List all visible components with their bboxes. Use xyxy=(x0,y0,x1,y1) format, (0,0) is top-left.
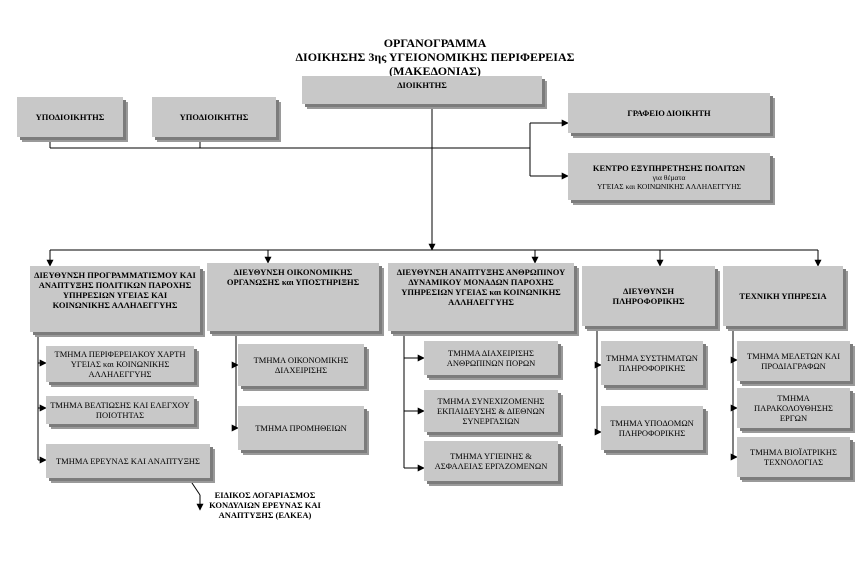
unit-project-monitoring-label: ΤΜΗΜΑ ΠΑΡΑΚΟΛΟΥΘΗΣΗΣ ΕΡΓΩΝ xyxy=(754,393,833,423)
unit-it-infrastructure-label: ΤΜΗΜΑ ΥΠΟΔΟΜΩΝ ΠΛΗΡΟΦΟΡΙΚΗΣ xyxy=(610,418,694,438)
unit-human-resources-management-box: ΤΜΗΜΑ ΔΙΑΧΕΙΡΙΣΗΣ ΑΝΘΡΩΠΙΝΩΝ ΠΟΡΩΝ xyxy=(424,341,558,375)
technical-service-box: ΤΕΧΝΙΚΗ ΥΠΗΡΕΣΙΑ xyxy=(723,266,843,326)
unit-procurement-label: ΤΜΗΜΑ ΠΡΟΜΗΘΕΙΩΝ xyxy=(255,423,347,433)
unit-information-systems-box: ΤΜΗΜΑ ΣΥΣΤΗΜΑΤΩΝ ΠΛΗΡΟΦΟΡΙΚΗΣ xyxy=(601,341,703,385)
unit-research-development-label: ΤΜΗΜΑ ΕΡΕΥΝΑΣ ΚΑΙ ΑΝΑΠΤΥΞΗΣ xyxy=(55,456,201,466)
unit-research-development-box: ΤΜΗΜΑ ΕΡΕΥΝΑΣ ΚΑΙ ΑΝΑΠΤΥΞΗΣ xyxy=(46,444,210,478)
directorate-planning-box: ΔΙΕΥΘΥΝΣΗ ΠΡΟΓΡΑΜΜΑΤΙΣΜΟΥ ΚΑΙ ΑΝΑΠΤΥΞΗΣ … xyxy=(30,266,200,332)
deputy-governor-1-box: ΥΠΟΔΙΟΙΚΗΤΗΣ xyxy=(17,97,123,137)
unit-continuing-education-box: ΤΜΗΜΑ ΣΥΝΕΧΙΖΟΜΕΝΗΣ ΕΚΠΑΙΔΕΥΣΗΣ & ΔΙΕΘΝΩ… xyxy=(424,390,558,432)
deputy-governor-2-box: ΥΠΟΔΙΟΙΚΗΤΗΣ xyxy=(152,97,276,137)
unit-project-monitoring-box: ΤΜΗΜΑ ΠΑΡΑΚΟΛΟΥΘΗΣΗΣ ΕΡΓΩΝ xyxy=(737,388,850,428)
unit-quality-control-box: ΤΜΗΜΑ ΒΕΛΤΙΩΣΗΣ ΚΑΙ ΕΛΕΓΧΟΥ ΠΟΙΟΤΗΤΑΣ xyxy=(46,396,194,424)
directorate-human-resources-box: ΔΙΕΥΘΥΝΣΗ ΑΝΑΠΤΥΞΗΣ ΑΝΘΡΩΠΙΝΟΥ ΔΥΝΑΜΙΚΟΥ… xyxy=(388,263,574,331)
governor-label: ΔΙΟΙΚΗΤΗΣ xyxy=(397,80,447,90)
technical-service-title: ΤΕΧΝΙΚΗ ΥΠΗΡΕΣΙΑ xyxy=(739,291,827,301)
unit-regional-health-map-box: ΤΜΗΜΑ ΠΕΡΙΦΕΡΕΙΑΚΟΥ ΧΑΡΤΗ ΥΓΕΙΑΣ και ΚΟΙ… xyxy=(46,346,194,382)
unit-workplace-safety-label: ΤΜΗΜΑ ΥΓΙΕΙΝΗΣ & ΑΣΦΑΛΕΙΑΣ ΕΡΓΑΖΟΜΕΝΩΝ xyxy=(434,451,548,471)
directorate-planning-title: ΔΙΕΥΘΥΝΣΗ ΠΡΟΓΡΑΜΜΑΤΙΣΜΟΥ ΚΑΙ ΑΝΑΠΤΥΞΗΣ … xyxy=(34,270,196,310)
governor-box: ΔΙΟΙΚΗΤΗΣ xyxy=(302,76,542,104)
unit-information-systems-label: ΤΜΗΜΑ ΣΥΣΤΗΜΑΤΩΝ ΠΛΗΡΟΦΟΡΙΚΗΣ xyxy=(606,353,698,373)
unit-financial-management-label: ΤΜΗΜΑ ΟΙΚΟΝΟΜΙΚΗΣ ΔΙΑΧΕΙΡΙΣΗΣ xyxy=(253,355,349,375)
chart-title-line-2: ΔΙΟΙΚΗΣΗΣ 3ης ΥΓΕΙΟΝΟΜΙΚΗΣ ΠΕΡΙΦΕΡΕΙΑΣ xyxy=(295,50,575,64)
citizen-service-center-subtitle-1: για θέματα xyxy=(652,172,686,182)
unit-regional-health-map-label: ΤΜΗΜΑ ΠΕΡΙΦΕΡΕΙΑΚΟΥ ΧΑΡΤΗ ΥΓΕΙΑΣ και ΚΟΙ… xyxy=(54,349,186,379)
citizen-service-center-subtitle-2: ΥΓΕΙΑΣ και ΚΟΙΝΩΝΙΚΗΣ ΑΛΛΗΛΕΓΓΥΗΣ xyxy=(597,181,741,191)
chart-title-line-1: ΟΡΓΑΝΟΓΡΑΜΜΑ xyxy=(383,36,487,50)
unit-studies-specifications-label: ΤΜΗΜΑ ΜΕΛΕΤΩΝ ΚΑΙ ΠΡΟΔΙΑΓΡΑΦΩΝ xyxy=(746,351,841,371)
directorate-informatics-box: ΔΙΕΥΘΥΝΣΗ ΠΛΗΡΟΦΟΡΙΚΗΣ xyxy=(582,266,715,326)
unit-biomedical-technology-box: ΤΜΗΜΑ ΒΙΟΪΑΤΡΙΚΗΣ ΤΕΧΝΟΛΟΓΙΑΣ xyxy=(737,437,850,477)
citizen-service-center-box: ΚΕΝΤΡΟ ΕΞΥΠΗΡΕΤΗΣΗΣ ΠΟΛΙΤΩΝ για θέματα Υ… xyxy=(568,153,770,200)
governor-office-box: ΓΡΑΦΕΙΟ ΔΙΟΙΚΗΤΗ xyxy=(568,93,770,133)
citizen-service-center-title: ΚΕΝΤΡΟ ΕΞΥΠΗΡΕΤΗΣΗΣ ΠΟΛΙΤΩΝ xyxy=(592,162,746,173)
directorate-human-resources-title: ΔΙΕΥΘΥΝΣΗ ΑΝΑΠΤΥΞΗΣ ΑΝΘΡΩΠΙΝΟΥ ΔΥΝΑΜΙΚΟΥ… xyxy=(396,267,566,307)
unit-continuing-education-label: ΤΜΗΜΑ ΣΥΝΕΧΙΖΟΜΕΝΗΣ ΕΚΠΑΙΔΕΥΣΗΣ & ΔΙΕΘΝΩ… xyxy=(437,396,545,426)
deputy-governor-1-label: ΥΠΟΔΙΟΙΚΗΤΗΣ xyxy=(35,112,105,122)
unit-financial-management-box: ΤΜΗΜΑ ΟΙΚΟΝΟΜΙΚΗΣ ΔΙΑΧΕΙΡΙΣΗΣ xyxy=(238,344,364,386)
directorate-finance-title: ΔΙΕΥΘΥΝΣΗ ΟΙΚΟΝΟΜΙΚΗΣ ΟΡΓΑΝΩΣΗΣ και ΥΠΟΣ… xyxy=(226,267,360,287)
governor-office-label: ΓΡΑΦΕΙΟ ΔΙΟΙΚΗΤΗ xyxy=(627,108,711,118)
unit-biomedical-technology-label: ΤΜΗΜΑ ΒΙΟΪΑΤΡΙΚΗΣ ΤΕΧΝΟΛΟΓΙΑΣ xyxy=(750,447,837,467)
unit-it-infrastructure-box: ΤΜΗΜΑ ΥΠΟΔΟΜΩΝ ΠΛΗΡΟΦΟΡΙΚΗΣ xyxy=(601,406,703,450)
unit-studies-specifications-box: ΤΜΗΜΑ ΜΕΛΕΤΩΝ ΚΑΙ ΠΡΟΔΙΑΓΡΑΦΩΝ xyxy=(737,341,850,381)
unit-procurement-box: ΤΜΗΜΑ ΠΡΟΜΗΘΕΙΩΝ xyxy=(238,406,364,450)
directorate-informatics-title: ΔΙΕΥΘΥΝΣΗ ΠΛΗΡΟΦΟΡΙΚΗΣ xyxy=(612,286,685,306)
deputy-governor-2-label: ΥΠΟΔΙΟΙΚΗΤΗΣ xyxy=(179,112,249,122)
chart-title-line-3: (ΜΑΚΕΔΟΝΙΑΣ) xyxy=(389,64,481,78)
unit-quality-control-label: ΤΜΗΜΑ ΒΕΛΤΙΩΣΗΣ ΚΑΙ ΕΛΕΓΧΟΥ ΠΟΙΟΤΗΤΑΣ xyxy=(50,400,190,420)
unit-workplace-safety-box: ΤΜΗΜΑ ΥΓΙΕΙΝΗΣ & ΑΣΦΑΛΕΙΑΣ ΕΡΓΑΖΟΜΕΝΩΝ xyxy=(424,441,558,481)
chart-title: ΟΡΓΑΝΟΓΡΑΜΜΑ ΔΙΟΙΚΗΣΗΣ 3ης ΥΓΕΙΟΝΟΜΙΚΗΣ … xyxy=(240,36,630,78)
unit-human-resources-management-label: ΤΜΗΜΑ ΔΙΑΧΕΙΡΙΣΗΣ ΑΝΘΡΩΠΙΝΩΝ ΠΟΡΩΝ xyxy=(446,348,536,368)
special-research-account-label: ΕΙΔΙΚΟΣ ΛΟΓΑΡΙΑΣΜΟΣ ΚΟΝΔΥΛΙΩΝ ΕΡΕΥΝΑΣ ΚΑ… xyxy=(209,490,321,520)
directorate-finance-box: ΔΙΕΥΘΥΝΣΗ ΟΙΚΟΝΟΜΙΚΗΣ ΟΡΓΑΝΩΣΗΣ και ΥΠΟΣ… xyxy=(207,263,379,331)
